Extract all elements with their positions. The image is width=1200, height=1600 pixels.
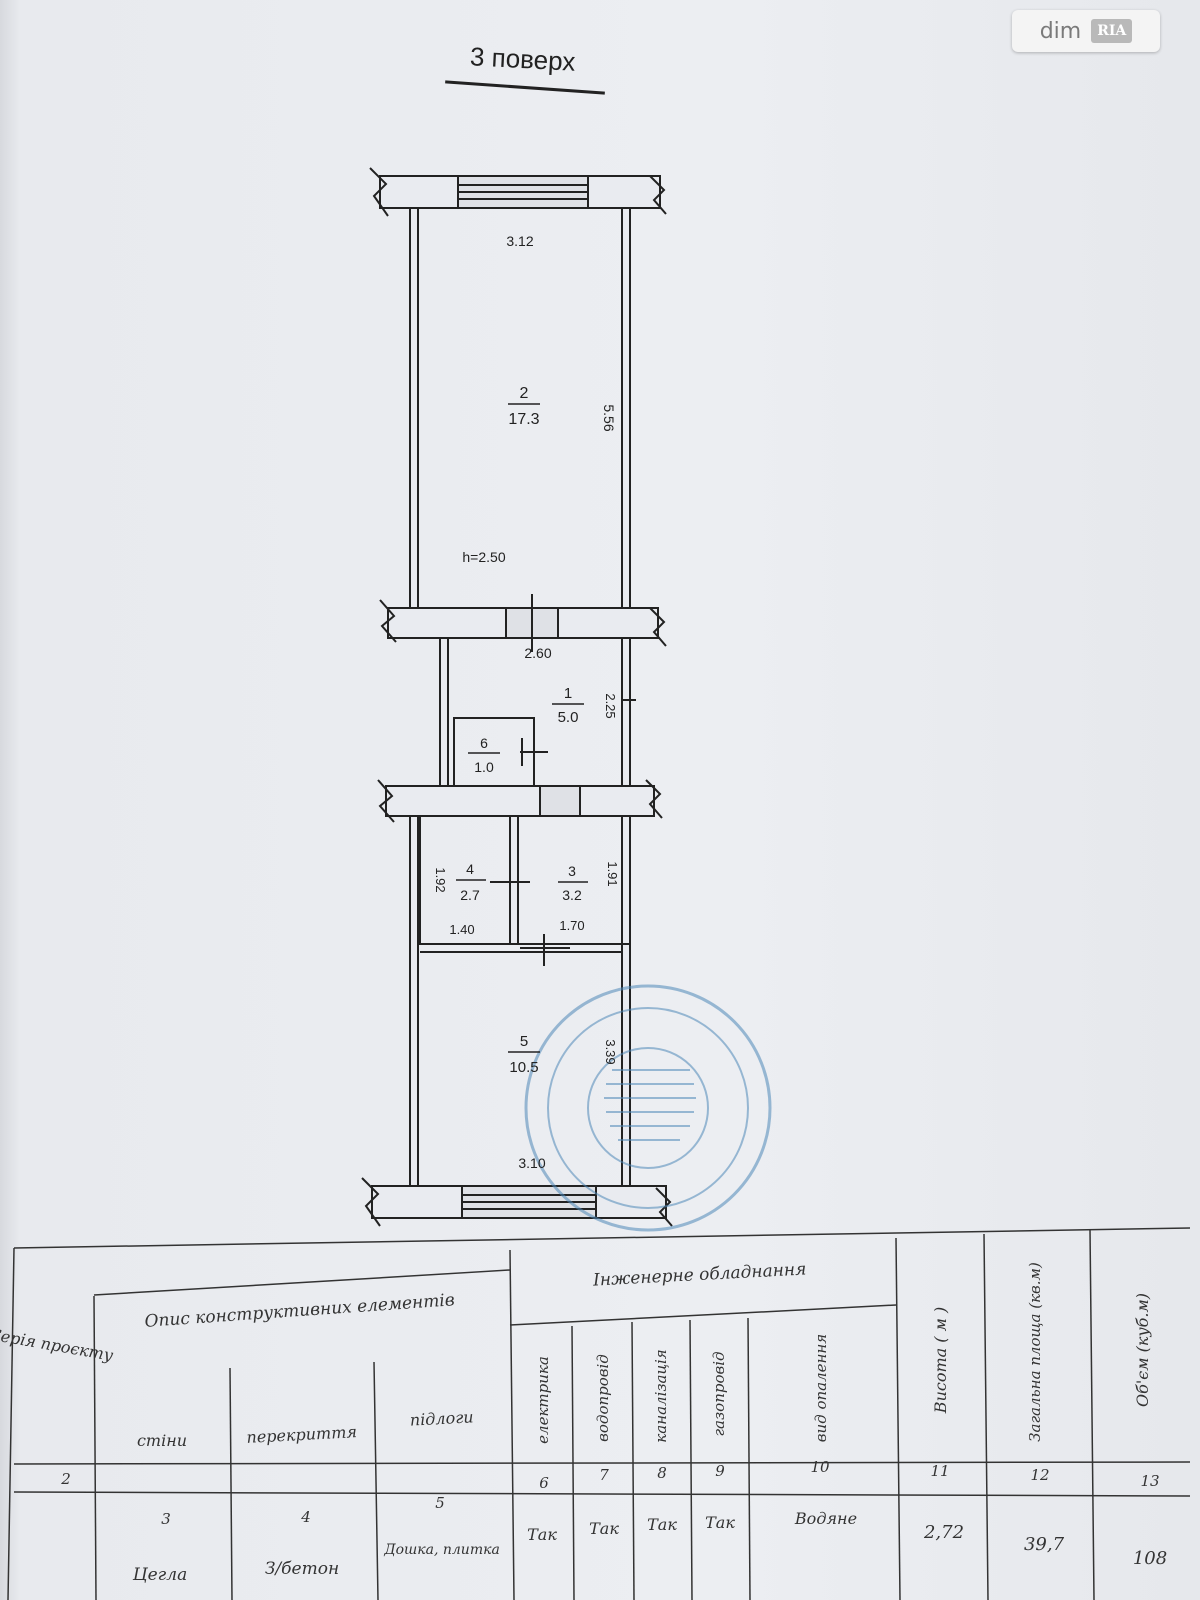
dim-room4-length: 1.92 — [433, 867, 448, 892]
colnum-5: 5 — [435, 1494, 445, 1512]
dim-room3-width: 1.70 — [559, 918, 584, 933]
room-2-label: 2 17.3 — [508, 385, 540, 428]
header-electric: електрика — [534, 1356, 552, 1444]
cell-sewer: Так — [647, 1515, 677, 1534]
room-3-label: 3 3.2 — [558, 863, 588, 903]
colnum-6: 6 — [539, 1474, 549, 1492]
dim-top-width: 3.12 — [506, 233, 533, 249]
cell-walls: Цегла — [132, 1565, 187, 1585]
header-area: Загальна площа (кв.м) — [1026, 1262, 1044, 1442]
room-4-area: 2.7 — [460, 887, 480, 903]
header-height: Висота ( м ) — [931, 1307, 950, 1414]
colnum-11: 11 — [930, 1462, 949, 1480]
header-sewer: каналізація — [652, 1349, 670, 1442]
cell-electric: Так — [527, 1525, 557, 1544]
header-volume: Об'єм (куб.м) — [1133, 1293, 1152, 1407]
header-gas: газопровід — [710, 1351, 728, 1436]
official-stamp — [524, 984, 772, 1232]
header-floors: підлоги — [409, 1407, 474, 1429]
dim-bottom-width: 3.10 — [518, 1155, 545, 1171]
cell-water: Так — [589, 1519, 619, 1538]
room-2-number: 2 — [520, 385, 529, 402]
dim-room1-width: 2.60 — [524, 645, 551, 661]
cell-ceilings: З/бетон — [265, 1559, 339, 1579]
dim-ria-watermark: dim RIA — [1012, 10, 1160, 52]
cell-height: 2,72 — [923, 1522, 964, 1543]
room-3-number: 3 — [568, 863, 576, 879]
colnum-12: 12 — [1030, 1466, 1049, 1484]
colnum-2: 2 — [60, 1470, 71, 1488]
room-5-label: 5 10.5 — [508, 1033, 540, 1076]
room-5-area: 10.5 — [509, 1059, 538, 1076]
watermark-dim-text: dim — [1039, 18, 1082, 44]
colnum-13: 13 — [1140, 1472, 1159, 1490]
room-5-number: 5 — [520, 1033, 528, 1050]
dim-room2-length: 5.56 — [601, 404, 617, 431]
cell-heating: Водяне — [794, 1509, 857, 1528]
colnum-4: 4 — [300, 1508, 311, 1526]
dim-room1-length: 2.25 — [603, 693, 618, 718]
room-6-area: 1.0 — [474, 759, 494, 775]
header-water: водопровід — [594, 1354, 612, 1442]
watermark-ria-text: RIA — [1091, 19, 1133, 43]
colnum-9: 9 — [715, 1462, 725, 1480]
equipment-header: Інженерне обладнання — [592, 1259, 807, 1290]
dim-height: h=2.50 — [462, 549, 505, 565]
colnum-7: 7 — [599, 1466, 609, 1484]
cell-floors-line: Дошка, плитка — [383, 1542, 500, 1558]
header-heating: вид опалення — [812, 1334, 830, 1442]
dim-room3-length: 1.91 — [605, 861, 620, 886]
room-4-label: 4 2.7 — [456, 861, 486, 903]
colnum-10: 10 — [810, 1458, 830, 1476]
cell-area: 39,7 — [1024, 1534, 1065, 1555]
col-group-header: Опис конструктивних елементів — [144, 1290, 455, 1332]
dim-room4-width: 1.40 — [449, 922, 474, 937]
room-2-area: 17.3 — [508, 411, 539, 428]
room-1-area: 5.0 — [558, 709, 579, 726]
col-series-header: Серія проєкту — [0, 1324, 115, 1365]
room-4-number: 4 — [466, 861, 474, 877]
colnum-3: 3 — [161, 1510, 171, 1528]
header-ceilings: перекриття — [246, 1422, 357, 1447]
room-3-area: 3.2 — [562, 887, 582, 903]
header-walls: стіни — [137, 1431, 187, 1450]
room-6-label: 6 1.0 — [468, 735, 500, 775]
room-1-label: 1 5.0 — [552, 685, 584, 726]
cell-gas: Так — [705, 1513, 735, 1532]
cell-volume: 108 — [1133, 1548, 1167, 1569]
room-6-number: 6 — [480, 735, 488, 751]
colnum-8: 8 — [657, 1464, 667, 1482]
dim-room5-length: 3.39 — [603, 1039, 618, 1064]
room-1-number: 1 — [564, 685, 572, 702]
